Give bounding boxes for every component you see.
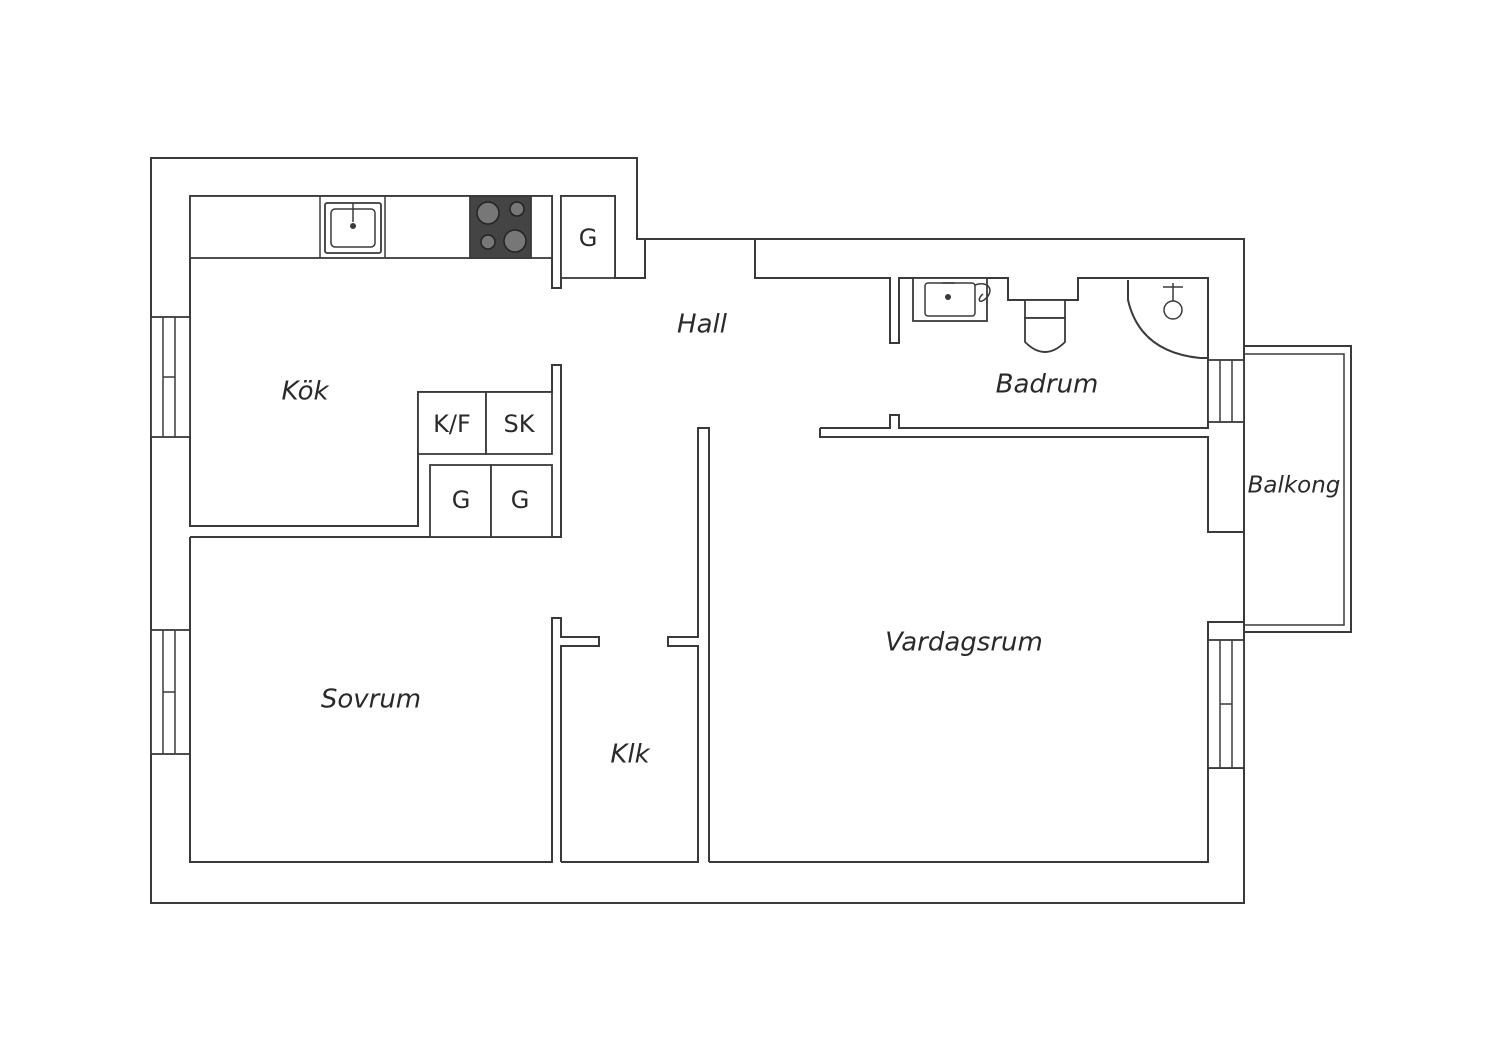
label-sk-cabinet: SK	[504, 410, 536, 438]
stove-icon	[469, 195, 532, 259]
bathroom-sink-icon	[912, 277, 988, 322]
room-label-living-room: Vardagsrum	[885, 628, 1043, 658]
window-kitchen	[150, 316, 191, 438]
window-bedroom	[150, 629, 191, 755]
label-fridge-freezer: K/F	[433, 410, 471, 438]
label-kitchen-wardrobe-1: G	[452, 486, 471, 514]
balcony-outline	[1244, 345, 1352, 633]
room-label-bathroom: Badrum	[996, 370, 1099, 400]
kitchen-wardrobe-2	[490, 464, 553, 538]
room-label-balcony: Balkong	[1248, 473, 1341, 499]
toilet-icon	[1024, 299, 1066, 353]
sk-cabinet	[485, 391, 553, 455]
bedroom-walls	[189, 537, 600, 863]
living-room-walls	[709, 767, 1244, 863]
kitchen-wardrobe-1	[429, 464, 492, 538]
outer-wall	[150, 157, 1245, 904]
entrance-wardrobe	[560, 195, 616, 279]
kitchen-sink-icon	[324, 202, 382, 254]
fridge-freezer-unit	[417, 391, 487, 455]
bathroom-walls	[754, 239, 1209, 429]
balcony-inner-outline	[1244, 353, 1345, 626]
room-label-kitchen: Kök	[281, 377, 329, 407]
label-entrance-wardrobe: G	[579, 224, 598, 252]
closet-walls	[561, 427, 710, 863]
room-label-closet: Klk	[610, 740, 650, 770]
shower-icon	[1127, 280, 1208, 359]
room-label-hall: Hall	[677, 310, 728, 340]
bathroom-hand-shower-icon	[974, 283, 991, 303]
room-label-bedroom: Sovrum	[321, 685, 421, 715]
window-bathroom	[1207, 359, 1245, 423]
window-living-room	[1207, 639, 1245, 769]
living-room-top-wall	[819, 428, 1244, 533]
label-kitchen-wardrobe-2: G	[511, 486, 530, 514]
